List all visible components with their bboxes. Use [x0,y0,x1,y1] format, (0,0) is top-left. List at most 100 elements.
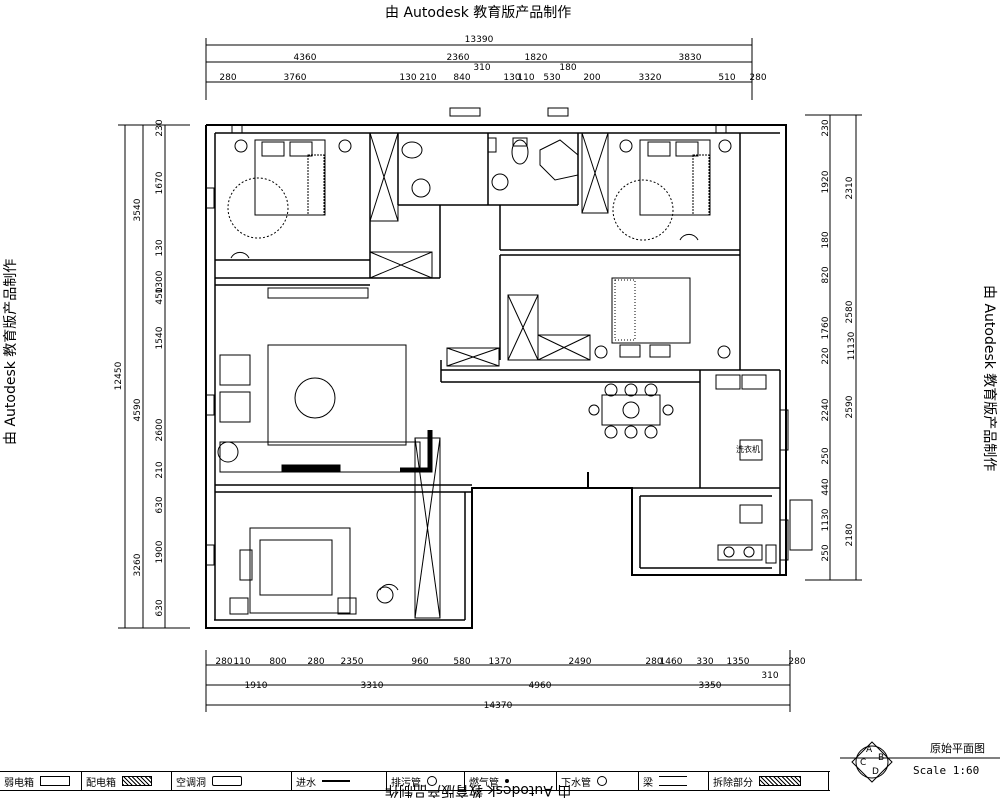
legend-item: 下水管 [557,772,639,790]
dim-top-row2: 310 [473,63,490,73]
dim-right-mid: 2180 [845,523,855,546]
dim-right-fine: 250 [821,544,831,561]
dim-top-row2: 180 [559,63,576,73]
dim-top-row1: 1820 [525,53,548,63]
dim-left-fine: 630 [155,496,165,513]
dim-bottom-row1: 280 [788,657,805,667]
legend-label: 排污管 [391,777,421,789]
legend-item: 梁 [639,772,709,790]
legend-bar: 弱电箱 配电箱 空调洞 进水 排污管 燃气管下水管梁 拆除部分 [0,771,830,791]
dim-right-fine: 440 [821,478,831,495]
dim-top-row2: 510 [718,73,735,83]
dim-right-fine: 1920 [821,170,831,193]
dim-bottom-row2: 4960 [529,681,552,691]
dim-right-fine: 1760 [821,316,831,339]
dim-right-mid: 2310 [845,176,855,199]
drawing-title: 原始平面图 [930,742,985,755]
legend-label: 弱电箱 [4,777,34,789]
bunk-bed [594,277,731,359]
legend-item: 配电箱 [82,772,172,790]
dim-right-fine: 230 [821,119,831,136]
dim-bottom-row2: 1910 [245,681,268,691]
dim-bottom-row2: 3350 [699,681,722,691]
wardrobes [369,132,609,619]
legend-item: 空调洞 [172,772,292,790]
dim-right-fine: 220 [821,347,831,364]
dim-bottom-row1: 280 [215,657,232,667]
dim-bottom-row2: 3310 [361,681,384,691]
hatched-rect-icon [759,776,801,786]
box-icon [40,776,70,786]
dashed-lines-icon [659,776,687,786]
dim-bottom-row1: 2490 [569,657,592,667]
dining-table [588,383,674,439]
dim-bottom-row1: 1370 [489,657,512,667]
dim-bottom-row1: 280 [307,657,324,667]
dim-right-fine: 820 [821,266,831,283]
dim-left-fine: 230 [155,119,165,136]
dim-left-fine: 1670 [155,171,165,194]
dim-right-fine: 180 [821,231,831,248]
dim-top-row2: 280 [749,73,766,83]
dim-bottom-row1: 800 [269,657,286,667]
dim-bottom-row1: 580 [453,657,470,667]
dim-left-fine: 210 [155,461,165,478]
compass-letter: D [872,767,879,777]
dim-right-fine: 1130 [821,508,831,531]
legend-item: 拆除部分 [709,772,829,790]
dim-top-row2: 3320 [639,73,662,83]
legend-label: 拆除部分 [713,777,753,789]
dim-top-row2: 530 [543,73,560,83]
dim-bottom-row1: 1460 [660,657,683,667]
legend-item: 进水 [292,772,387,790]
rect-outline-icon [212,776,242,786]
watermark-top: 由 Autodesk 教育版产品制作 [385,5,572,21]
dim-right-mid: 2590 [845,395,855,418]
dim-top-row2: 210 [419,73,436,83]
dim-top-row2: 130 [503,73,520,83]
dim-left-fine: 1300 [155,270,165,293]
dim-right-mid: 2580 [845,300,855,323]
dim-left-mid: 3540 [133,198,143,221]
dim-left-fine: 450 [155,287,165,304]
thick-line-icon [322,780,350,782]
hatched-box-icon [122,776,152,786]
dim-top-row1: 3830 [679,53,702,63]
dim-top-row2: 110 [517,73,534,83]
dim-left-fine: 1540 [155,326,165,349]
interior-walls [214,132,781,621]
watermark-right: 由 Autodesk 教育版产品制作 [981,285,997,472]
dim-left-fine: 630 [155,599,165,616]
compass-letter: A [866,745,873,755]
dim-top-total: 13390 [465,35,494,45]
washer-label: 洗衣机 [736,445,760,454]
dim-left-mid: 3260 [133,553,143,576]
bed-second [612,139,732,241]
dim-top-row2: 200 [583,73,600,83]
dim-left-mid: 4590 [133,398,143,421]
north-compass [851,741,893,783]
legend-label: 空调洞 [176,777,206,789]
dim-top-row2: 3760 [284,73,307,83]
living-sofa [217,287,433,473]
small-circle-icon [597,776,607,786]
dim-top-row2: 280 [219,73,236,83]
guest-bed [229,527,394,615]
legend-label: 进水 [296,777,316,789]
drawing-scale: Scale 1:60 [913,764,980,777]
outer-walls [205,124,787,629]
compass-letter: B [878,753,884,763]
legend-label: 梁 [643,777,653,789]
dimension-lines [118,38,862,712]
dim-right-fine: 2240 [821,398,831,421]
dim-bottom-row1: 280 [645,657,662,667]
bed-master [227,139,352,239]
legend-item: 弱电箱 [0,772,82,790]
dim-right-total: 11130 [847,331,857,360]
legend-item: 燃气管 [465,772,557,790]
doors [230,233,699,591]
legend-label: 配电箱 [86,777,116,789]
dim-bottom-row1: 1350 [727,657,750,667]
bathroom-fixtures [401,137,579,198]
